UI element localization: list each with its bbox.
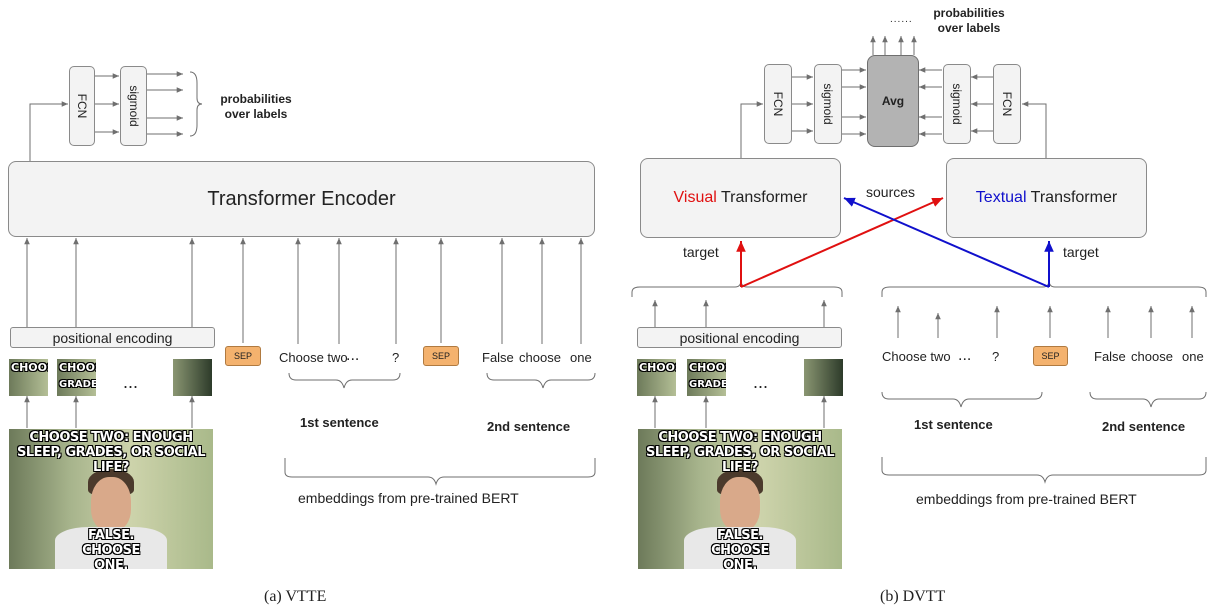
sources-label: sources xyxy=(866,184,916,200)
positional-encoding-box-a: positional encoding xyxy=(10,327,215,348)
meme-crop-1-b: CHOOSE T xyxy=(637,359,676,396)
positional-encoding-label-a: positional encoding xyxy=(52,329,173,346)
meme-crop-2b-b-text: GRADES xyxy=(689,379,726,390)
meme-bottom-caption-b: FALSE. CHOOSE ONE. xyxy=(711,528,769,569)
textual-transformer-word: Transformer xyxy=(1030,189,1118,206)
bert-label-a: embeddings from pre-trained BERT xyxy=(298,490,519,506)
sentence-2-label-a: 2nd sentence xyxy=(487,419,571,434)
crop-ellipsis-a: ... xyxy=(123,372,139,392)
meme-shirt-a xyxy=(55,527,167,569)
meme-crop-2-a-text: CHOOSE T xyxy=(59,361,96,374)
bert-label-b: embeddings from pre-trained BERT xyxy=(916,491,1137,507)
token-a1-question: ? xyxy=(392,350,400,365)
avg-label: Avg xyxy=(881,94,905,108)
token-a2-false: False xyxy=(482,350,514,365)
token-b2-choose: choose xyxy=(1131,349,1173,364)
sep-label-b: SEP xyxy=(1041,351,1060,361)
meme-bottom-caption-a: FALSE. CHOOSE ONE. xyxy=(82,528,140,569)
sigmoid-label-b-left: sigmoid xyxy=(821,83,835,125)
visual-word: Visual xyxy=(673,189,717,206)
sep-token-b: SEP xyxy=(1033,346,1068,366)
positional-encoding-box-b: positional encoding xyxy=(637,327,842,348)
crop-ellipsis-b: ... xyxy=(753,372,769,392)
sentence-2-label-b: 2nd sentence xyxy=(1102,419,1186,434)
meme-top-caption-b: CHOOSE TWO: ENOUGH SLEEP, GRADES, OR SOC… xyxy=(646,430,834,475)
token-a2-choose: choose xyxy=(519,350,561,365)
meme-top-caption-a: CHOOSE TWO: ENOUGH SLEEP, GRADES, OR SOC… xyxy=(17,430,205,475)
sigmoid-box-b-right: sigmoid xyxy=(943,64,971,144)
sigmoid-box-a: sigmoid xyxy=(120,66,147,146)
visual-transformer-box: Visual Transformer xyxy=(640,158,841,238)
meme-crop-2-a: CHOOSE T GRADES xyxy=(57,359,96,396)
token-b1-question: ? xyxy=(992,349,1000,364)
meme-crop-1-b-text: CHOOSE T xyxy=(639,361,676,374)
output-dots-b: ...... xyxy=(890,14,913,25)
sigmoid-label-a: sigmoid xyxy=(126,85,141,127)
fcn-box-a: FCN xyxy=(69,66,95,146)
token-b1-ellipsis: ... xyxy=(958,347,972,364)
token-b2-one: one xyxy=(1182,349,1204,364)
meme-crop-2-b: CHOOSE T GRADES xyxy=(687,359,726,396)
meme-crop-1-a-text: CHOOSE T xyxy=(11,361,48,374)
meme-face-a xyxy=(91,477,131,531)
meme-shirt-b xyxy=(684,527,796,569)
positional-encoding-label-b: positional encoding xyxy=(679,329,800,346)
target-label-textual: target xyxy=(1063,244,1099,260)
meme-crop-3-a xyxy=(173,359,212,396)
transformer-encoder-box: Transformer Encoder xyxy=(8,161,595,237)
avg-box: Avg xyxy=(867,55,919,147)
sentence-1-label-b: 1st sentence xyxy=(914,417,993,432)
meme-crop-2b-a-text: GRADES xyxy=(59,379,96,390)
meme-image-a: CHOOSE TWO: ENOUGH SLEEP, GRADES, OR SOC… xyxy=(9,429,213,569)
meme-crop-1-a: CHOOSE T xyxy=(9,359,48,396)
textual-transformer-title: Textual Transformer xyxy=(976,189,1117,207)
sep-token-a2: SEP xyxy=(423,346,459,366)
visual-transformer-word: Transformer xyxy=(720,189,808,206)
textual-word: Textual xyxy=(975,189,1027,206)
token-b1-choose-two: Choose two xyxy=(882,349,951,364)
meme-crop-2-b-text: CHOOSE T xyxy=(689,361,726,374)
caption-a: (a) VTTE xyxy=(264,588,327,605)
sep-label-a2: SEP xyxy=(431,351,450,361)
transformer-encoder-label: Transformer Encoder xyxy=(207,187,396,210)
sigmoid-label-b-right: sigmoid xyxy=(950,83,964,125)
token-b2-false: False xyxy=(1094,349,1126,364)
sep-token-a1: SEP xyxy=(225,346,261,366)
sentence-1-label-a: 1st sentence xyxy=(300,415,379,430)
meme-image-b: CHOOSE TWO: ENOUGH SLEEP, GRADES, OR SOC… xyxy=(638,429,842,569)
probabilities-label-b: probabilities over labels xyxy=(933,6,1005,35)
fcn-box-b-left: FCN xyxy=(764,64,792,144)
probabilities-label-a: probabilities over labels xyxy=(220,92,292,121)
token-a1-choose-two: Choose two xyxy=(279,350,348,365)
fcn-label-b-left: FCN xyxy=(771,91,785,117)
textual-transformer-box: Textual Transformer xyxy=(946,158,1147,238)
visual-transformer-title: Visual Transformer xyxy=(674,189,808,207)
sep-label-a1: SEP xyxy=(233,351,252,361)
meme-crop-3-b xyxy=(804,359,843,396)
fcn-label-b-right: FCN xyxy=(1000,91,1014,117)
target-label-visual: target xyxy=(683,244,719,260)
fcn-box-b-right: FCN xyxy=(993,64,1021,144)
token-a1-ellipsis: ... xyxy=(346,347,360,364)
meme-face-b xyxy=(720,477,760,531)
fcn-label-a: FCN xyxy=(75,93,89,119)
token-a2-one: one xyxy=(570,350,592,365)
caption-b: (b) DVTT xyxy=(880,588,946,605)
sigmoid-box-b-left: sigmoid xyxy=(814,64,842,144)
